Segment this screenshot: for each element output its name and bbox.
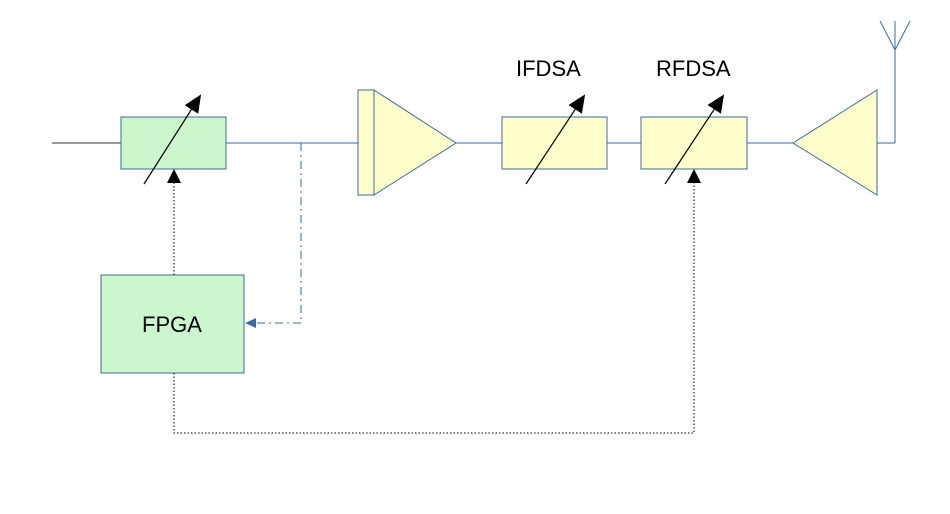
ifdsa-label: IFDSA xyxy=(516,56,581,81)
fpga-label: FPGA xyxy=(142,312,202,337)
diagonal-arrow-icon xyxy=(143,94,202,185)
rfdsa-label: RFDSA xyxy=(656,56,731,81)
diagonal-arrow-icon xyxy=(525,94,586,185)
feedback-line xyxy=(245,143,302,328)
antenna-icon xyxy=(879,20,911,143)
control-line-rfdsa xyxy=(173,169,701,434)
green-attenuator-block xyxy=(120,94,227,185)
rfdsa-block xyxy=(640,94,748,185)
triangle-amplifier-icon xyxy=(792,89,878,196)
ifdsa-block xyxy=(501,94,608,185)
triangle-amplifier-icon xyxy=(357,89,457,196)
fpga-block xyxy=(100,274,245,374)
diagonal-arrow-icon xyxy=(664,94,725,185)
